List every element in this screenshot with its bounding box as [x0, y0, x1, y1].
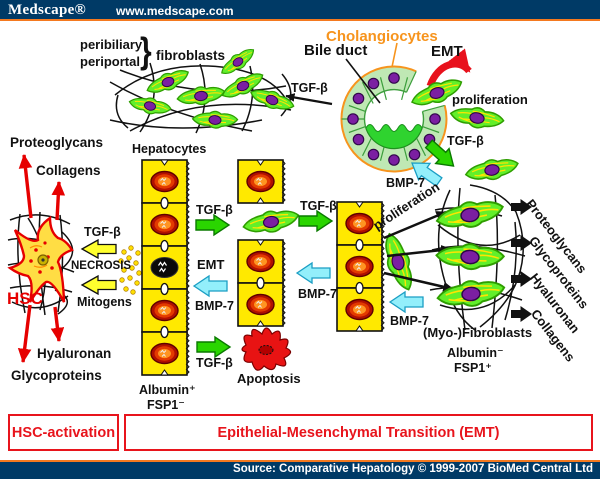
mitogens-yellow-arrow: [81, 275, 117, 295]
label-bmp7-2: BMP-7: [298, 287, 337, 301]
header-bar: Medscape® www.medscape.com: [0, 0, 600, 21]
source-attribution: Source: Comparative Hepatology © 1999-20…: [233, 463, 593, 475]
label-bmp7-3: BMP-7: [390, 314, 429, 328]
cholangiocyte-borders: [341, 71, 445, 161]
emt-red-arrow: [426, 48, 472, 88]
hsc-cell: [7, 215, 74, 303]
hsc-activation-banner: HSC-activation: [8, 414, 119, 451]
label-tgfb-duct: TGF-β: [447, 134, 484, 148]
tgfb-arrow-apoptosis: [196, 336, 231, 358]
necrotic-nucleus: [150, 256, 179, 279]
bmp7-arrow-1: [193, 275, 228, 297]
label-fsp1-pos: FSP1⁺: [454, 361, 492, 375]
label-tgfb-mesh: TGF-β: [291, 81, 328, 95]
emt-banner: Epithelial-Mesenchymal Transition (EMT): [124, 414, 593, 451]
label-collagens-left: Collagens: [36, 163, 101, 178]
label-bmp7-duct: BMP-7: [386, 176, 425, 190]
label-tgfb-3: TGF-β: [196, 356, 233, 370]
label-hyaluronan-left: Hyaluronan: [37, 346, 112, 361]
label-apoptosis: Apoptosis: [237, 371, 301, 386]
myofibroblast-cell: [434, 240, 506, 273]
bile-pool: [365, 124, 423, 149]
label-proliferation-top: proliferation: [452, 92, 528, 107]
label-tgfb-1: TGF-β: [196, 203, 233, 217]
myofibroblast-cells: [433, 196, 507, 310]
label-tgfb-hsc: TGF-β: [84, 225, 121, 239]
label-emt-mid: EMT: [197, 257, 225, 272]
label-bmp7-1: BMP-7: [195, 299, 234, 313]
bmp7-arrow-2: [296, 262, 331, 284]
footer-bar: [0, 460, 600, 479]
label-myofibroblasts: (Myo-)Fibroblasts: [423, 325, 533, 340]
proliferating-cell: [463, 155, 521, 184]
proliferating-cell: [448, 101, 506, 134]
label-proteoglycans-left: Proteoglycans: [10, 135, 104, 150]
medscape-logo: Medscape®: [8, 2, 87, 18]
label-glycoproteins-left: Glycoproteins: [11, 368, 102, 383]
label-hepatocytes: Hepatocytes: [132, 142, 207, 156]
label-albumin-pos: Albumin⁺: [139, 383, 196, 397]
label-fibroblasts: fibroblasts: [156, 48, 226, 63]
label-tgfb-2: TGF-β: [300, 199, 337, 213]
label-cholangiocytes: Cholangiocytes: [326, 28, 438, 45]
hsc-secretion-arrows: [17, 153, 66, 364]
label-fsp1-neg: FSP1⁻: [147, 398, 185, 412]
apoptotic-cell: [241, 327, 292, 371]
hepatocyte-column-1: [141, 159, 190, 376]
tgfb-yellow-arrow: [81, 239, 117, 259]
label-bile-duct: Bile duct: [304, 42, 368, 59]
brace: }: [140, 31, 152, 72]
label-necrosis: NECROSIS: [71, 260, 132, 272]
label-mitogens: Mitogens: [77, 295, 132, 309]
bmp7-arrow-3: [389, 291, 424, 313]
bile-duct-leader: [345, 58, 381, 104]
label-hsc: HSC: [7, 289, 43, 308]
label-albumin-neg: Albumin⁻: [447, 346, 504, 360]
hepatocyte-column-2: [237, 159, 301, 327]
tgfb-arrow-1: [195, 214, 230, 236]
label-emt-top: EMT: [431, 43, 463, 60]
emt-transition-cell: [379, 229, 418, 294]
cholangiocytes-leader: [391, 42, 398, 68]
site-url: www.medscape.com: [116, 4, 234, 18]
necrosis-debris: [118, 245, 142, 295]
proliferation-arrows: [383, 210, 454, 292]
tgfb-to-mesh-arrow: [285, 93, 333, 106]
label-peribiliary: peribiliary: [80, 37, 143, 52]
tgfb-arrow-2: [298, 210, 333, 232]
label-periportal: periportal: [80, 54, 140, 69]
emt-transition-cell: [240, 206, 301, 237]
